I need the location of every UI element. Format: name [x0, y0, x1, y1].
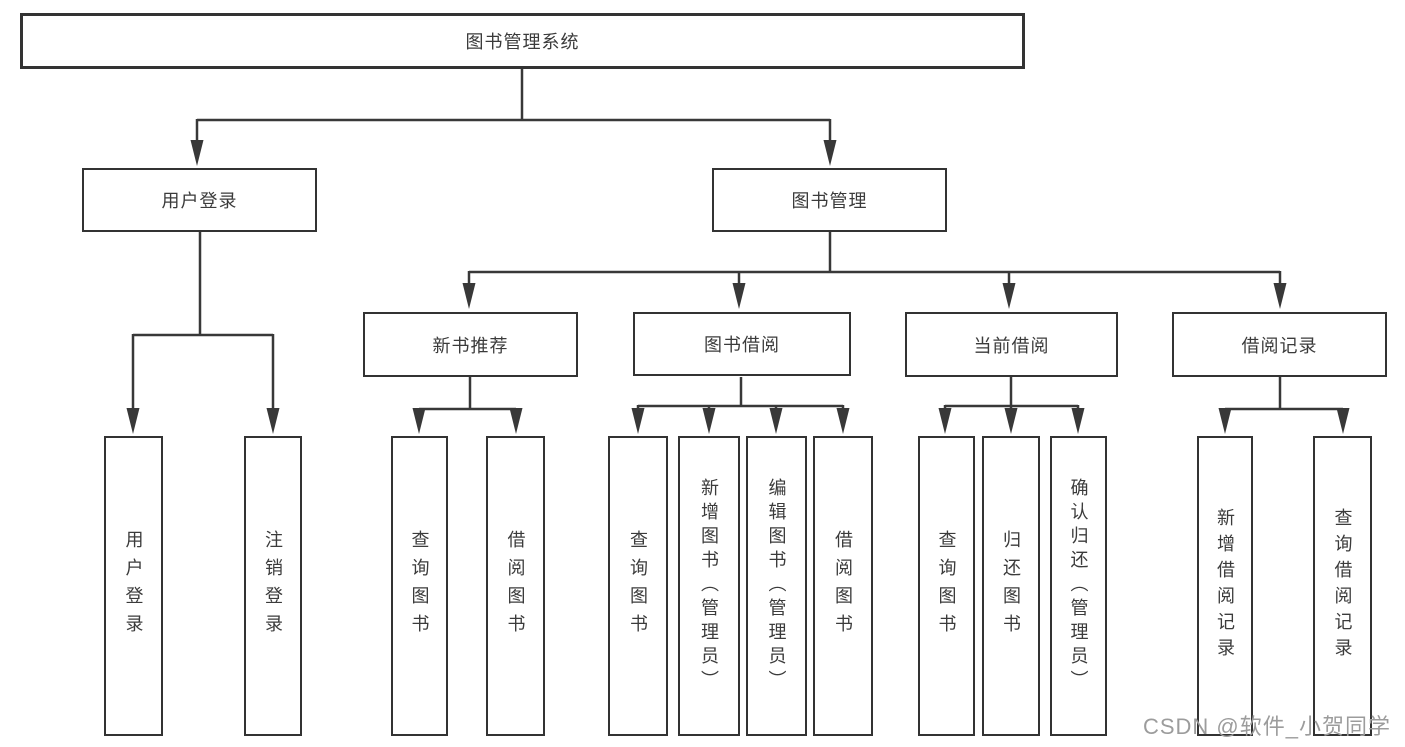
leaf-query-borrow-record: 查询借阅记录 — [1313, 436, 1372, 736]
node-current-borrow: 当前借阅 — [905, 312, 1118, 377]
leaf-add-books-admin-label: 新增图书（管理员） — [699, 478, 719, 694]
arrow-down-icon — [938, 408, 952, 434]
arrow-down-icon — [836, 408, 850, 434]
node-current-borrow-label: 当前借阅 — [973, 335, 1050, 356]
leaf-query-books-current: 查询图书 — [918, 436, 975, 736]
node-new-book-recommend-label: 新书推荐 — [432, 335, 509, 356]
node-new-book-recommend: 新书推荐 — [363, 312, 578, 377]
arrow-down-icon — [702, 408, 716, 434]
leaf-borrow-books: 借阅图书 — [813, 436, 873, 736]
arrow-down-icon — [190, 140, 204, 166]
arrow-down-icon — [1273, 283, 1287, 309]
arrow-down-icon — [266, 408, 280, 434]
node-borrow-records-label: 借阅记录 — [1241, 335, 1318, 356]
node-book-management: 图书管理 — [712, 168, 947, 232]
leaf-borrow-books-recommend: 借阅图书 — [486, 436, 545, 736]
leaf-query-books-recommend-label: 查询图书 — [409, 530, 430, 642]
node-borrow-records: 借阅记录 — [1172, 312, 1387, 377]
arrow-down-icon — [412, 408, 426, 434]
leaf-user-login: 用户登录 — [104, 436, 163, 736]
node-book-borrow-label: 图书借阅 — [704, 335, 780, 355]
leaf-return-books-label: 归还图书 — [1001, 530, 1021, 642]
arrow-down-icon — [1336, 408, 1350, 434]
leaf-add-books-admin: 新增图书（管理员） — [678, 436, 740, 736]
node-root-label: 图书管理系统 — [465, 32, 580, 52]
leaf-query-books-current-label: 查询图书 — [936, 530, 957, 642]
arrow-down-icon — [769, 408, 783, 434]
leaf-add-borrow-record-label: 新增借阅记录 — [1215, 508, 1235, 664]
leaf-user-login-label: 用户登录 — [123, 530, 144, 642]
leaf-logout-label: 注销登录 — [263, 530, 283, 642]
leaf-confirm-return-admin: 确认归还（管理员） — [1050, 436, 1107, 736]
leaf-query-books-borrow: 查询图书 — [608, 436, 668, 736]
leaf-confirm-return-admin-label: 确认归还（管理员） — [1068, 478, 1089, 694]
arrow-down-icon — [1002, 283, 1016, 309]
node-root: 图书管理系统 — [20, 13, 1025, 69]
node-book-management-label: 图书管理 — [791, 191, 868, 211]
arrow-down-icon — [1004, 408, 1018, 434]
leaf-edit-books-admin-label: 编辑图书（管理员） — [766, 478, 787, 694]
leaf-add-borrow-record: 新增借阅记录 — [1197, 436, 1253, 736]
leaf-query-books-borrow-label: 查询图书 — [628, 530, 648, 642]
leaf-borrow-books-label: 借阅图书 — [833, 530, 853, 642]
arrow-down-icon — [823, 140, 837, 166]
leaf-borrow-books-recommend-label: 借阅图书 — [505, 530, 526, 642]
arrow-down-icon — [126, 408, 140, 434]
node-user-login-label: 用户登录 — [161, 191, 238, 211]
arrow-down-icon — [1218, 408, 1232, 434]
leaf-return-books: 归还图书 — [982, 436, 1040, 736]
arrow-down-icon — [631, 408, 645, 434]
leaf-logout: 注销登录 — [244, 436, 302, 736]
leaf-query-books-recommend: 查询图书 — [391, 436, 448, 736]
leaf-query-borrow-record-label: 查询借阅记录 — [1332, 508, 1353, 664]
node-user-login: 用户登录 — [82, 168, 317, 232]
arrow-down-icon — [462, 283, 476, 309]
arrow-down-icon — [732, 283, 746, 309]
node-book-borrow: 图书借阅 — [633, 312, 851, 376]
arrow-down-icon — [509, 408, 523, 434]
arrow-down-icon — [1071, 408, 1085, 434]
csdn-watermark: CSDN @软件_小贺同学 — [1142, 714, 1391, 739]
leaf-edit-books-admin: 编辑图书（管理员） — [746, 436, 807, 736]
